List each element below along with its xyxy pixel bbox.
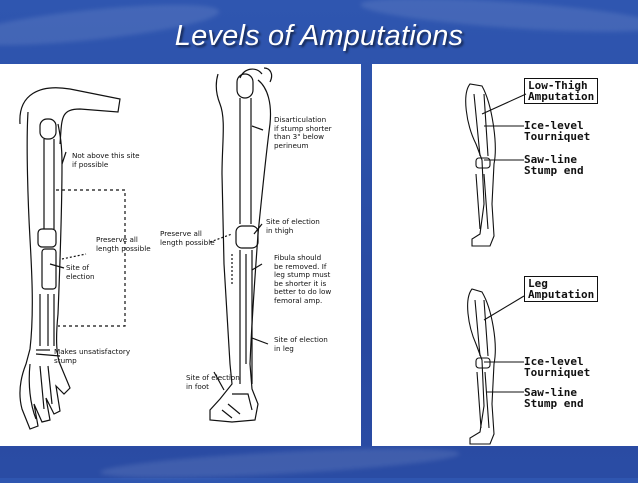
- leg-title-box: Leg Amputation: [524, 276, 598, 302]
- leg-label-site-foot: Site of election in foot: [186, 374, 240, 391]
- arm-label-unsatisfactory: Makes unsatisfactory stump: [54, 348, 130, 365]
- leg-label-site-leg: Site of election in leg: [274, 336, 328, 353]
- leg-saw-line: Saw-line Stump end: [524, 387, 584, 409]
- background-streak: [100, 443, 461, 483]
- arm-label-not-above: Not above this site if possible: [72, 152, 140, 169]
- right-diagram-panel: Low-Thigh Amputation Ice-level Tournique…: [372, 64, 638, 446]
- leg-amputation-leg-drawing: [468, 289, 496, 444]
- left-diagram-panel: Not above this site if possible Preserve…: [0, 64, 361, 446]
- arm-drawing: [20, 88, 120, 429]
- low-thigh-title-box: Low-Thigh Amputation: [524, 78, 598, 104]
- arm-label-preserve-all: Preserve all length possible: [96, 236, 151, 253]
- low-thigh-saw-line: Saw-line Stump end: [524, 154, 584, 176]
- low-thigh-leg-drawing: [466, 84, 496, 246]
- slide-title: Levels of Amputations: [0, 20, 638, 53]
- leg-label-site-thigh: Site of election in thigh: [266, 218, 320, 235]
- leg-label-fibula: Fibula should be removed. If leg stump m…: [274, 254, 331, 306]
- arm-label-site-of-election: Site of election: [66, 264, 95, 281]
- amputation-level-illustrations: [372, 64, 638, 446]
- leg-label-preserve-all: Preserve all length possible: [160, 230, 215, 247]
- leg-drawing: [210, 68, 272, 422]
- low-thigh-ice-level: Ice-level Tourniquet: [524, 120, 590, 142]
- leg-ice-level: Ice-level Tourniquet: [524, 356, 590, 378]
- leg-label-disarticulation: Disarticulation if stump shorter than 3"…: [274, 116, 332, 150]
